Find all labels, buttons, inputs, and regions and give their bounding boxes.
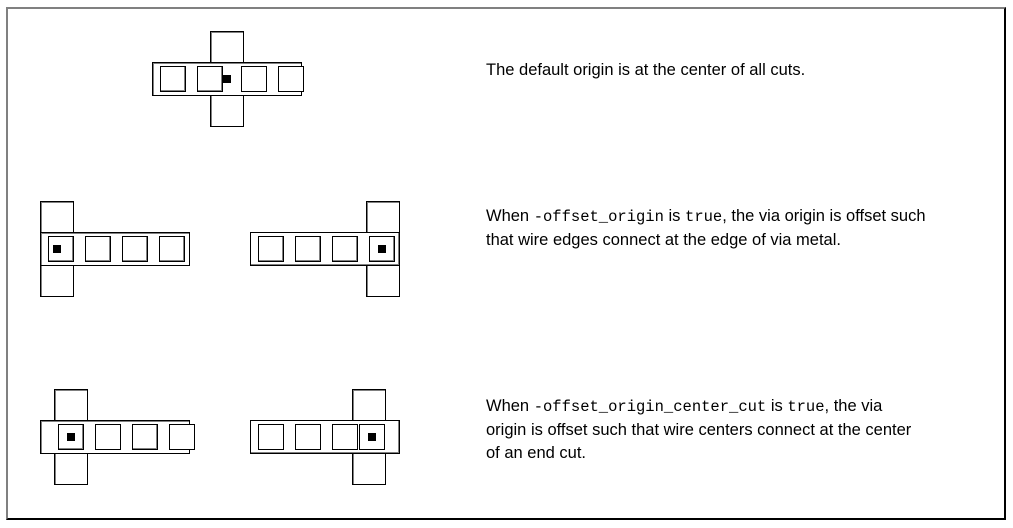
caption-code-token: -offset_origin_center_cut xyxy=(533,398,767,416)
via-cut xyxy=(295,236,321,262)
origin-marker xyxy=(223,75,231,83)
via-cut xyxy=(48,236,74,262)
caption-code-token: true xyxy=(685,208,723,226)
origin-marker xyxy=(67,433,75,441)
via-cut xyxy=(278,66,304,92)
via-cut xyxy=(332,424,358,450)
caption-code-token: true xyxy=(787,398,825,416)
via-cut xyxy=(258,424,284,450)
via-cut xyxy=(197,66,223,92)
via-cut xyxy=(241,66,267,92)
via-cut xyxy=(160,66,186,92)
via-cut xyxy=(132,424,158,450)
caption-offset-origin: When -offset_origin is true, the via ori… xyxy=(486,205,948,252)
origin-marker xyxy=(53,245,61,253)
via-cut xyxy=(58,424,84,450)
caption-default-origin: The default origin is at the center of a… xyxy=(486,59,946,82)
origin-marker xyxy=(368,433,376,441)
caption-code-token: -offset_origin xyxy=(533,208,664,226)
via-offset-origin-center-cut-right-diagram xyxy=(246,389,406,485)
caption-text: When xyxy=(486,207,534,225)
via-cut xyxy=(85,236,111,262)
via-default-origin-diagram xyxy=(146,31,306,127)
via-offset-origin-right-diagram xyxy=(246,201,406,297)
origin-marker xyxy=(378,245,386,253)
via-cut xyxy=(95,424,121,450)
via-offset-origin-center-cut-left-diagram xyxy=(36,389,196,485)
via-cut xyxy=(169,424,195,450)
caption-text: The default origin is at the center of a… xyxy=(486,61,806,79)
caption-text: is xyxy=(766,397,788,415)
via-cut xyxy=(332,236,358,262)
caption-text: When xyxy=(486,397,534,415)
page-frame: The default origin is at the center of a… xyxy=(6,7,1006,520)
via-offset-origin-left-diagram xyxy=(36,201,196,297)
caption-text: is xyxy=(663,207,686,225)
via-cut xyxy=(159,236,185,262)
via-cut xyxy=(295,424,321,450)
caption-offset-origin-center-cut: When -offset_origin_center_cut is true, … xyxy=(486,395,916,465)
via-cut xyxy=(258,236,284,262)
caption-text: , the via origin is offset such that wir… xyxy=(486,207,931,249)
caption-text: , the via origin is offset such that wir… xyxy=(486,397,916,462)
via-cut xyxy=(122,236,148,262)
